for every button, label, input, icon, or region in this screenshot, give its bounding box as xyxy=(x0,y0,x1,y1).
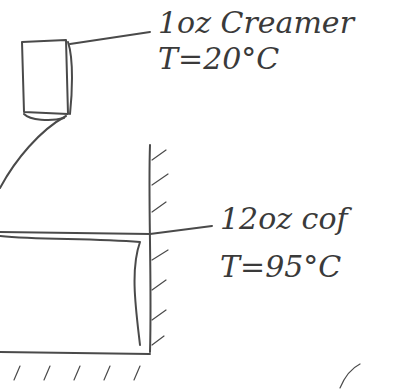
ground-hatch xyxy=(14,366,140,380)
leader-line xyxy=(70,32,150,44)
handwritten-label: T=20°C xyxy=(158,44,279,74)
creamer-shade xyxy=(68,42,72,114)
stray-mark xyxy=(340,364,360,388)
hatching xyxy=(152,150,168,345)
handwritten-label: 1oz Creamer xyxy=(158,8,354,38)
liquid-level xyxy=(0,226,212,234)
cup-bottom xyxy=(0,352,150,354)
creamer-cup xyxy=(22,40,68,114)
liquid-shade xyxy=(0,236,140,345)
pour-line xyxy=(0,116,66,188)
handwritten-label: T=95°C xyxy=(220,252,341,282)
creamer-base xyxy=(24,114,64,120)
cup-wall xyxy=(149,145,150,352)
handwritten-label: 12oz cof xyxy=(220,204,348,234)
